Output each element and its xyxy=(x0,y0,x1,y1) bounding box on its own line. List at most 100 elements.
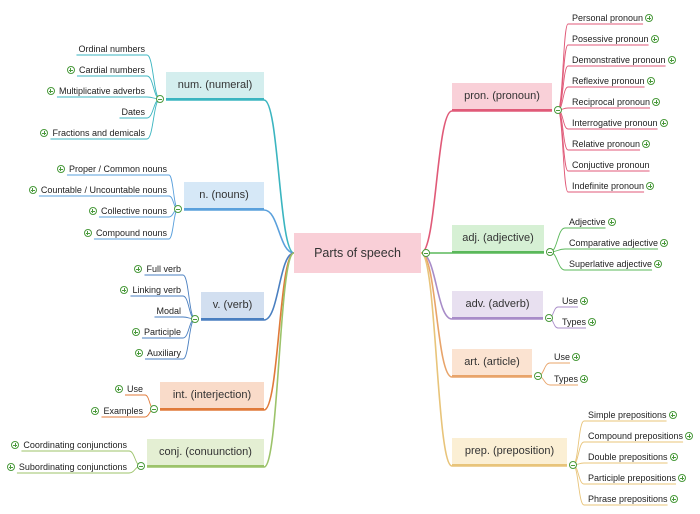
subtopic-adjective-3[interactable]: Superlative adjective xyxy=(569,259,653,269)
topic-nouns[interactable]: n. (nouns) xyxy=(184,182,264,210)
subtopic-nouns-2[interactable]: Countable / Uncountable nouns xyxy=(40,185,167,195)
subtopic-nouns-3[interactable]: Collective nouns xyxy=(100,206,167,216)
expand-icon[interactable] xyxy=(134,349,143,357)
topic-pronoun[interactable]: pron. (pronoun) xyxy=(452,83,552,111)
central-topic[interactable]: Parts of speech xyxy=(294,233,421,273)
expand-icon[interactable] xyxy=(572,353,581,361)
expand-icon[interactable] xyxy=(66,66,75,74)
expand-icon[interactable] xyxy=(580,375,589,383)
collapse-icon[interactable] xyxy=(150,405,158,413)
topic-adverb[interactable]: adv. (adverb) xyxy=(452,291,543,319)
collapse-icon[interactable] xyxy=(545,314,553,322)
expand-icon[interactable] xyxy=(131,328,140,336)
subtopic-pronoun-4[interactable]: Reflexive pronoun xyxy=(572,76,645,86)
expand-icon[interactable] xyxy=(46,87,55,95)
expand-icon[interactable] xyxy=(91,407,100,415)
subtopic-verb-1[interactable]: Full verb xyxy=(146,264,181,274)
subtopic-preposition-1[interactable]: Simple prepositions xyxy=(588,410,667,420)
expand-icon[interactable] xyxy=(114,385,123,393)
expand-icon[interactable] xyxy=(588,318,597,326)
subtopic-article-1[interactable]: Use xyxy=(554,352,571,362)
expand-icon[interactable] xyxy=(668,411,677,419)
subtopic-numeral-2[interactable]: Cardial numbers xyxy=(78,65,145,75)
collapse-icon[interactable] xyxy=(156,95,164,103)
topic-conjunction-label: conj. (conuunction) xyxy=(159,446,252,458)
expand-icon[interactable] xyxy=(83,229,92,237)
subtopic-preposition-3[interactable]: Double prepositions xyxy=(588,452,668,462)
subtopic-preposition-2[interactable]: Compound prepositions xyxy=(588,431,684,441)
collapse-icon[interactable] xyxy=(554,106,562,114)
branch-pronoun xyxy=(420,110,453,254)
topic-adverb-label: adv. (adverb) xyxy=(465,298,530,310)
subtopic-interjection-1[interactable]: Use xyxy=(126,384,143,394)
topic-interjection[interactable]: int. (interjection) xyxy=(160,382,264,410)
topic-verb[interactable]: v. (verb) xyxy=(201,292,264,320)
expand-icon[interactable] xyxy=(669,453,678,461)
collapse-icon[interactable] xyxy=(569,461,577,469)
subtopic-pronoun-9[interactable]: Indefinite pronoun xyxy=(572,181,645,191)
expand-icon[interactable] xyxy=(667,56,676,64)
collapse-icon[interactable] xyxy=(546,248,554,256)
expand-icon[interactable] xyxy=(56,165,65,173)
subtopic-verb-2[interactable]: Linking verb xyxy=(132,285,181,295)
topic-preposition[interactable]: prep. (preposition) xyxy=(452,438,567,466)
topic-preposition-label: prep. (preposition) xyxy=(464,445,555,457)
expand-icon[interactable] xyxy=(654,260,663,268)
subtopic-pronoun-1[interactable]: Personal pronoun xyxy=(572,13,644,23)
subtopic-verb-3[interactable]: Modal xyxy=(156,306,181,316)
expand-icon[interactable] xyxy=(642,140,651,148)
topic-conjunction[interactable]: conj. (conuunction) xyxy=(147,439,264,467)
subtopic-conjunction-2[interactable]: Subordinating conjunctions xyxy=(18,462,127,472)
subtopic-preposition-4[interactable]: Participle prepositions xyxy=(588,473,677,483)
collapse-icon[interactable] xyxy=(137,462,145,470)
expand-icon[interactable] xyxy=(645,14,654,22)
expand-icon[interactable] xyxy=(607,218,616,226)
subtopic-nouns-4[interactable]: Compound nouns xyxy=(95,228,167,238)
subtopic-interjection-2[interactable]: Examples xyxy=(103,406,143,416)
expand-icon[interactable] xyxy=(678,474,687,482)
expand-icon[interactable] xyxy=(134,265,143,273)
collapse-icon[interactable] xyxy=(422,249,430,257)
collapse-icon[interactable] xyxy=(174,205,182,213)
topic-numeral[interactable]: num. (numeral) xyxy=(166,72,264,100)
expand-icon[interactable] xyxy=(659,119,668,127)
expand-icon[interactable] xyxy=(652,98,661,106)
expand-icon[interactable] xyxy=(40,129,49,137)
expand-icon[interactable] xyxy=(660,239,669,247)
expand-icon[interactable] xyxy=(646,182,655,190)
topic-adjective[interactable]: adj. (adjective) xyxy=(452,225,544,253)
subtopic-pronoun-8[interactable]: Conjuctive pronoun xyxy=(572,160,650,170)
topic-article[interactable]: art. (article) xyxy=(452,349,532,377)
expand-icon[interactable] xyxy=(11,441,20,449)
expand-icon[interactable] xyxy=(28,186,37,194)
subtopic-preposition-5[interactable]: Phrase prepositions xyxy=(588,494,668,504)
subtopic-pronoun-6[interactable]: Interrogative pronoun xyxy=(572,118,658,128)
subtopic-adverb-1[interactable]: Use xyxy=(562,296,579,306)
subtopic-pronoun-5[interactable]: Reciprocal pronoun xyxy=(572,97,651,107)
collapse-icon[interactable] xyxy=(191,315,199,323)
subtopic-pronoun-3[interactable]: Demonstrative pronoun xyxy=(572,55,666,65)
subtopic-adjective-1[interactable]: Adjective xyxy=(569,217,606,227)
subtopic-adjective-2[interactable]: Comparative adjective xyxy=(569,238,659,248)
subtopic-verb-4[interactable]: Participle xyxy=(143,327,181,337)
subtopic-pronoun-2[interactable]: Posessive pronoun xyxy=(572,34,649,44)
expand-icon[interactable] xyxy=(6,463,15,471)
expand-icon[interactable] xyxy=(669,495,678,503)
expand-icon[interactable] xyxy=(120,286,129,294)
expand-icon[interactable] xyxy=(650,35,659,43)
expand-icon[interactable] xyxy=(88,207,97,215)
expand-icon[interactable] xyxy=(580,297,589,305)
subtopic-numeral-5[interactable]: Fractions and demicals xyxy=(52,128,145,138)
subtopic-verb-5[interactable]: Auxiliary xyxy=(146,348,181,358)
subtopic-adverb-2[interactable]: Types xyxy=(562,317,587,327)
subtopic-conjunction-1[interactable]: Coordinating conjunctions xyxy=(23,440,127,450)
subtopic-article-2[interactable]: Types xyxy=(554,374,579,384)
subtopic-numeral-1[interactable]: Ordinal numbers xyxy=(78,44,145,54)
collapse-icon[interactable] xyxy=(534,372,542,380)
subtopic-nouns-1[interactable]: Proper / Common nouns xyxy=(68,164,167,174)
subtopic-numeral-3[interactable]: Multiplicative adverbs xyxy=(58,86,145,96)
expand-icon[interactable] xyxy=(646,77,655,85)
subtopic-numeral-4[interactable]: Dates xyxy=(121,107,145,117)
expand-icon[interactable] xyxy=(685,432,694,440)
subtopic-pronoun-7[interactable]: Relative pronoun xyxy=(572,139,641,149)
